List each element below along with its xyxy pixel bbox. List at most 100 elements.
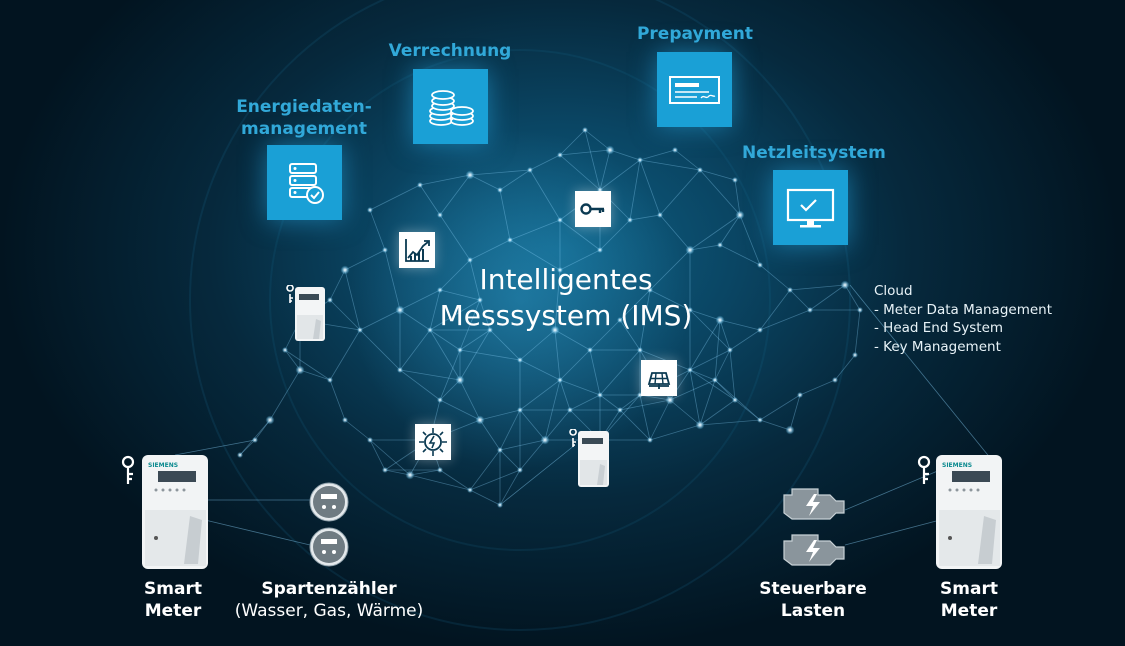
network-link	[734, 179, 741, 216]
network-link	[689, 369, 736, 401]
network-link	[499, 169, 531, 191]
network-link	[639, 394, 651, 441]
smart-meter-right-line1: Smart	[940, 579, 998, 599]
network-node	[327, 297, 333, 303]
network-node	[797, 392, 803, 398]
network-link	[689, 309, 731, 351]
network-link	[659, 214, 691, 251]
network-link	[439, 469, 471, 491]
network-link	[629, 214, 661, 221]
network-link	[399, 369, 441, 401]
ims-title-line2: Messsystem (IMS)	[439, 299, 693, 332]
network-node	[627, 217, 633, 223]
network-link	[299, 369, 331, 381]
network-node	[665, 395, 675, 405]
network-link	[399, 289, 441, 311]
network-node	[587, 347, 593, 353]
network-link	[459, 379, 481, 421]
network-link	[409, 474, 471, 491]
network-node	[852, 352, 858, 358]
network-link	[789, 284, 846, 291]
network-link	[519, 409, 546, 441]
network-link	[479, 409, 521, 421]
network-link	[469, 169, 531, 176]
smart-meter-left-label: Smart Meter	[123, 578, 223, 622]
network-link	[459, 329, 491, 351]
network-link	[649, 424, 701, 441]
network-links	[174, 129, 1001, 546]
network-link	[739, 214, 761, 266]
network-link	[609, 149, 641, 161]
network-link	[789, 394, 801, 431]
network-node	[567, 407, 573, 413]
network-link	[719, 244, 761, 266]
network-node	[395, 305, 405, 315]
network-link	[619, 394, 641, 411]
network-link	[789, 289, 811, 311]
network-link	[439, 379, 461, 401]
network-link	[729, 329, 761, 351]
network-link	[559, 249, 601, 271]
network-link	[329, 299, 361, 331]
network-link	[649, 399, 671, 441]
smart-meter-small-icon	[286, 285, 325, 341]
network-link	[669, 379, 716, 401]
steuerbare-lasten-line1: Steuerbare	[759, 579, 867, 599]
network-node	[715, 315, 725, 325]
network-link	[584, 129, 611, 151]
network-node	[557, 152, 563, 158]
utility-meter-icon-2	[309, 527, 349, 567]
network-link	[689, 309, 721, 321]
network-link	[759, 264, 791, 291]
network-link	[469, 449, 501, 491]
ims-title: Intelligentes Messsystem (IMS)	[426, 262, 706, 334]
energiedaten-line2: management	[241, 119, 367, 139]
network-link	[559, 219, 601, 251]
network-node	[517, 407, 523, 413]
network-link	[689, 369, 701, 426]
network-node	[732, 177, 738, 183]
prepayment-label: Prepayment	[636, 24, 754, 44]
controllable-load-icon-1	[783, 488, 845, 520]
network-node	[732, 397, 738, 403]
network-link	[479, 419, 501, 451]
network-link	[689, 214, 741, 251]
network-node	[397, 367, 403, 373]
utility-meter-icon-1	[309, 482, 349, 522]
smart-meter-left-line2: Meter	[144, 601, 202, 621]
network-node	[787, 287, 793, 293]
network-link	[399, 329, 431, 371]
network-link	[554, 269, 561, 331]
network-link	[619, 289, 651, 321]
network-link	[854, 309, 861, 356]
network-node	[757, 262, 763, 268]
network-link	[689, 244, 721, 251]
network-node	[735, 210, 745, 220]
device-link	[844, 519, 941, 546]
network-node	[497, 447, 503, 453]
network-node	[840, 280, 850, 290]
network-link	[359, 309, 401, 331]
ims-title-line1: Intelligentes	[479, 263, 653, 296]
network-node	[487, 327, 493, 333]
network-link	[844, 284, 861, 311]
network-link	[369, 439, 386, 471]
network-link	[329, 329, 361, 381]
network-link	[759, 394, 801, 421]
network-link	[649, 289, 691, 311]
network-node	[340, 265, 350, 275]
network-node	[427, 327, 433, 333]
network-node	[295, 365, 305, 375]
network-link	[714, 319, 721, 381]
key-icon	[575, 191, 611, 227]
network-node	[437, 287, 443, 293]
network-link	[834, 354, 856, 381]
network-node	[647, 437, 653, 443]
device-link	[204, 519, 311, 546]
network-link	[619, 409, 651, 441]
cloud-item-key-management: - Key Management	[874, 338, 1001, 355]
network-link	[529, 169, 561, 221]
network-link	[399, 369, 461, 381]
network-link	[509, 239, 561, 271]
network-link	[429, 329, 461, 351]
